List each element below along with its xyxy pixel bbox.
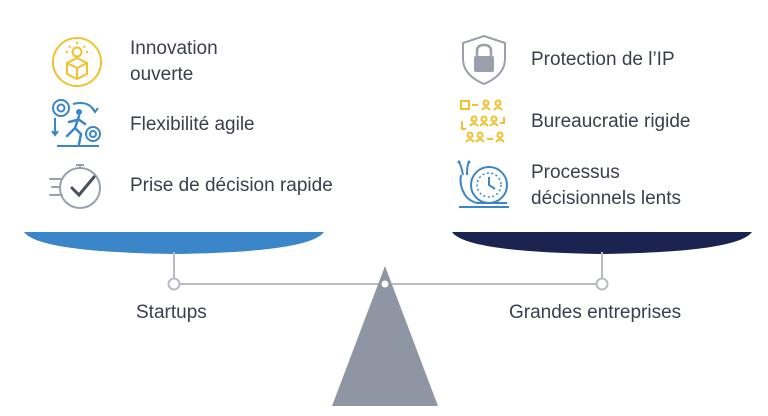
stopwatch-check-icon	[48, 157, 106, 215]
pivot-joint	[379, 278, 391, 290]
snail-clock-icon	[455, 157, 513, 215]
hierarchy-people-icon	[455, 93, 513, 151]
enterprises-item-3-line-1: Processus	[531, 162, 620, 183]
enterprises-item-2: Bureaucratie rigide	[455, 93, 690, 151]
enterprises-label: Grandes entreprises	[509, 302, 682, 323]
padlock-shield-icon	[455, 31, 513, 89]
enterprises-item-1-label: Protection de l’IP	[531, 49, 675, 70]
fulcrum	[332, 266, 438, 406]
startups-item-2: Flexibilité agile	[48, 96, 255, 154]
lightbulb-box-icon	[48, 33, 106, 91]
enterprises-item-3-line-2: décisionnels lents	[531, 188, 681, 209]
startups-item-1-line-1: Innovation	[130, 38, 218, 59]
enterprises-item-3: Processus décisionnels lents	[455, 157, 681, 215]
startups-label: Startups	[136, 302, 207, 323]
startups-item-1-line-2: ouverte	[130, 64, 194, 85]
startups-item-2-label: Flexibilité agile	[130, 114, 255, 135]
startups-pan	[24, 232, 324, 254]
startups-item-1: Innovation ouverte	[48, 33, 218, 91]
right-joint	[595, 277, 609, 291]
enterprises-item-1: Protection de l’IP	[455, 31, 675, 89]
startups-item-3: Prise de décision rapide	[48, 157, 333, 215]
startups-item-3-label: Prise de décision rapide	[130, 175, 333, 196]
left-joint	[167, 277, 181, 291]
enterprises-pan	[452, 232, 752, 254]
enterprises-item-2-label: Bureaucratie rigide	[531, 111, 691, 132]
runner-gears-icon	[48, 96, 106, 154]
